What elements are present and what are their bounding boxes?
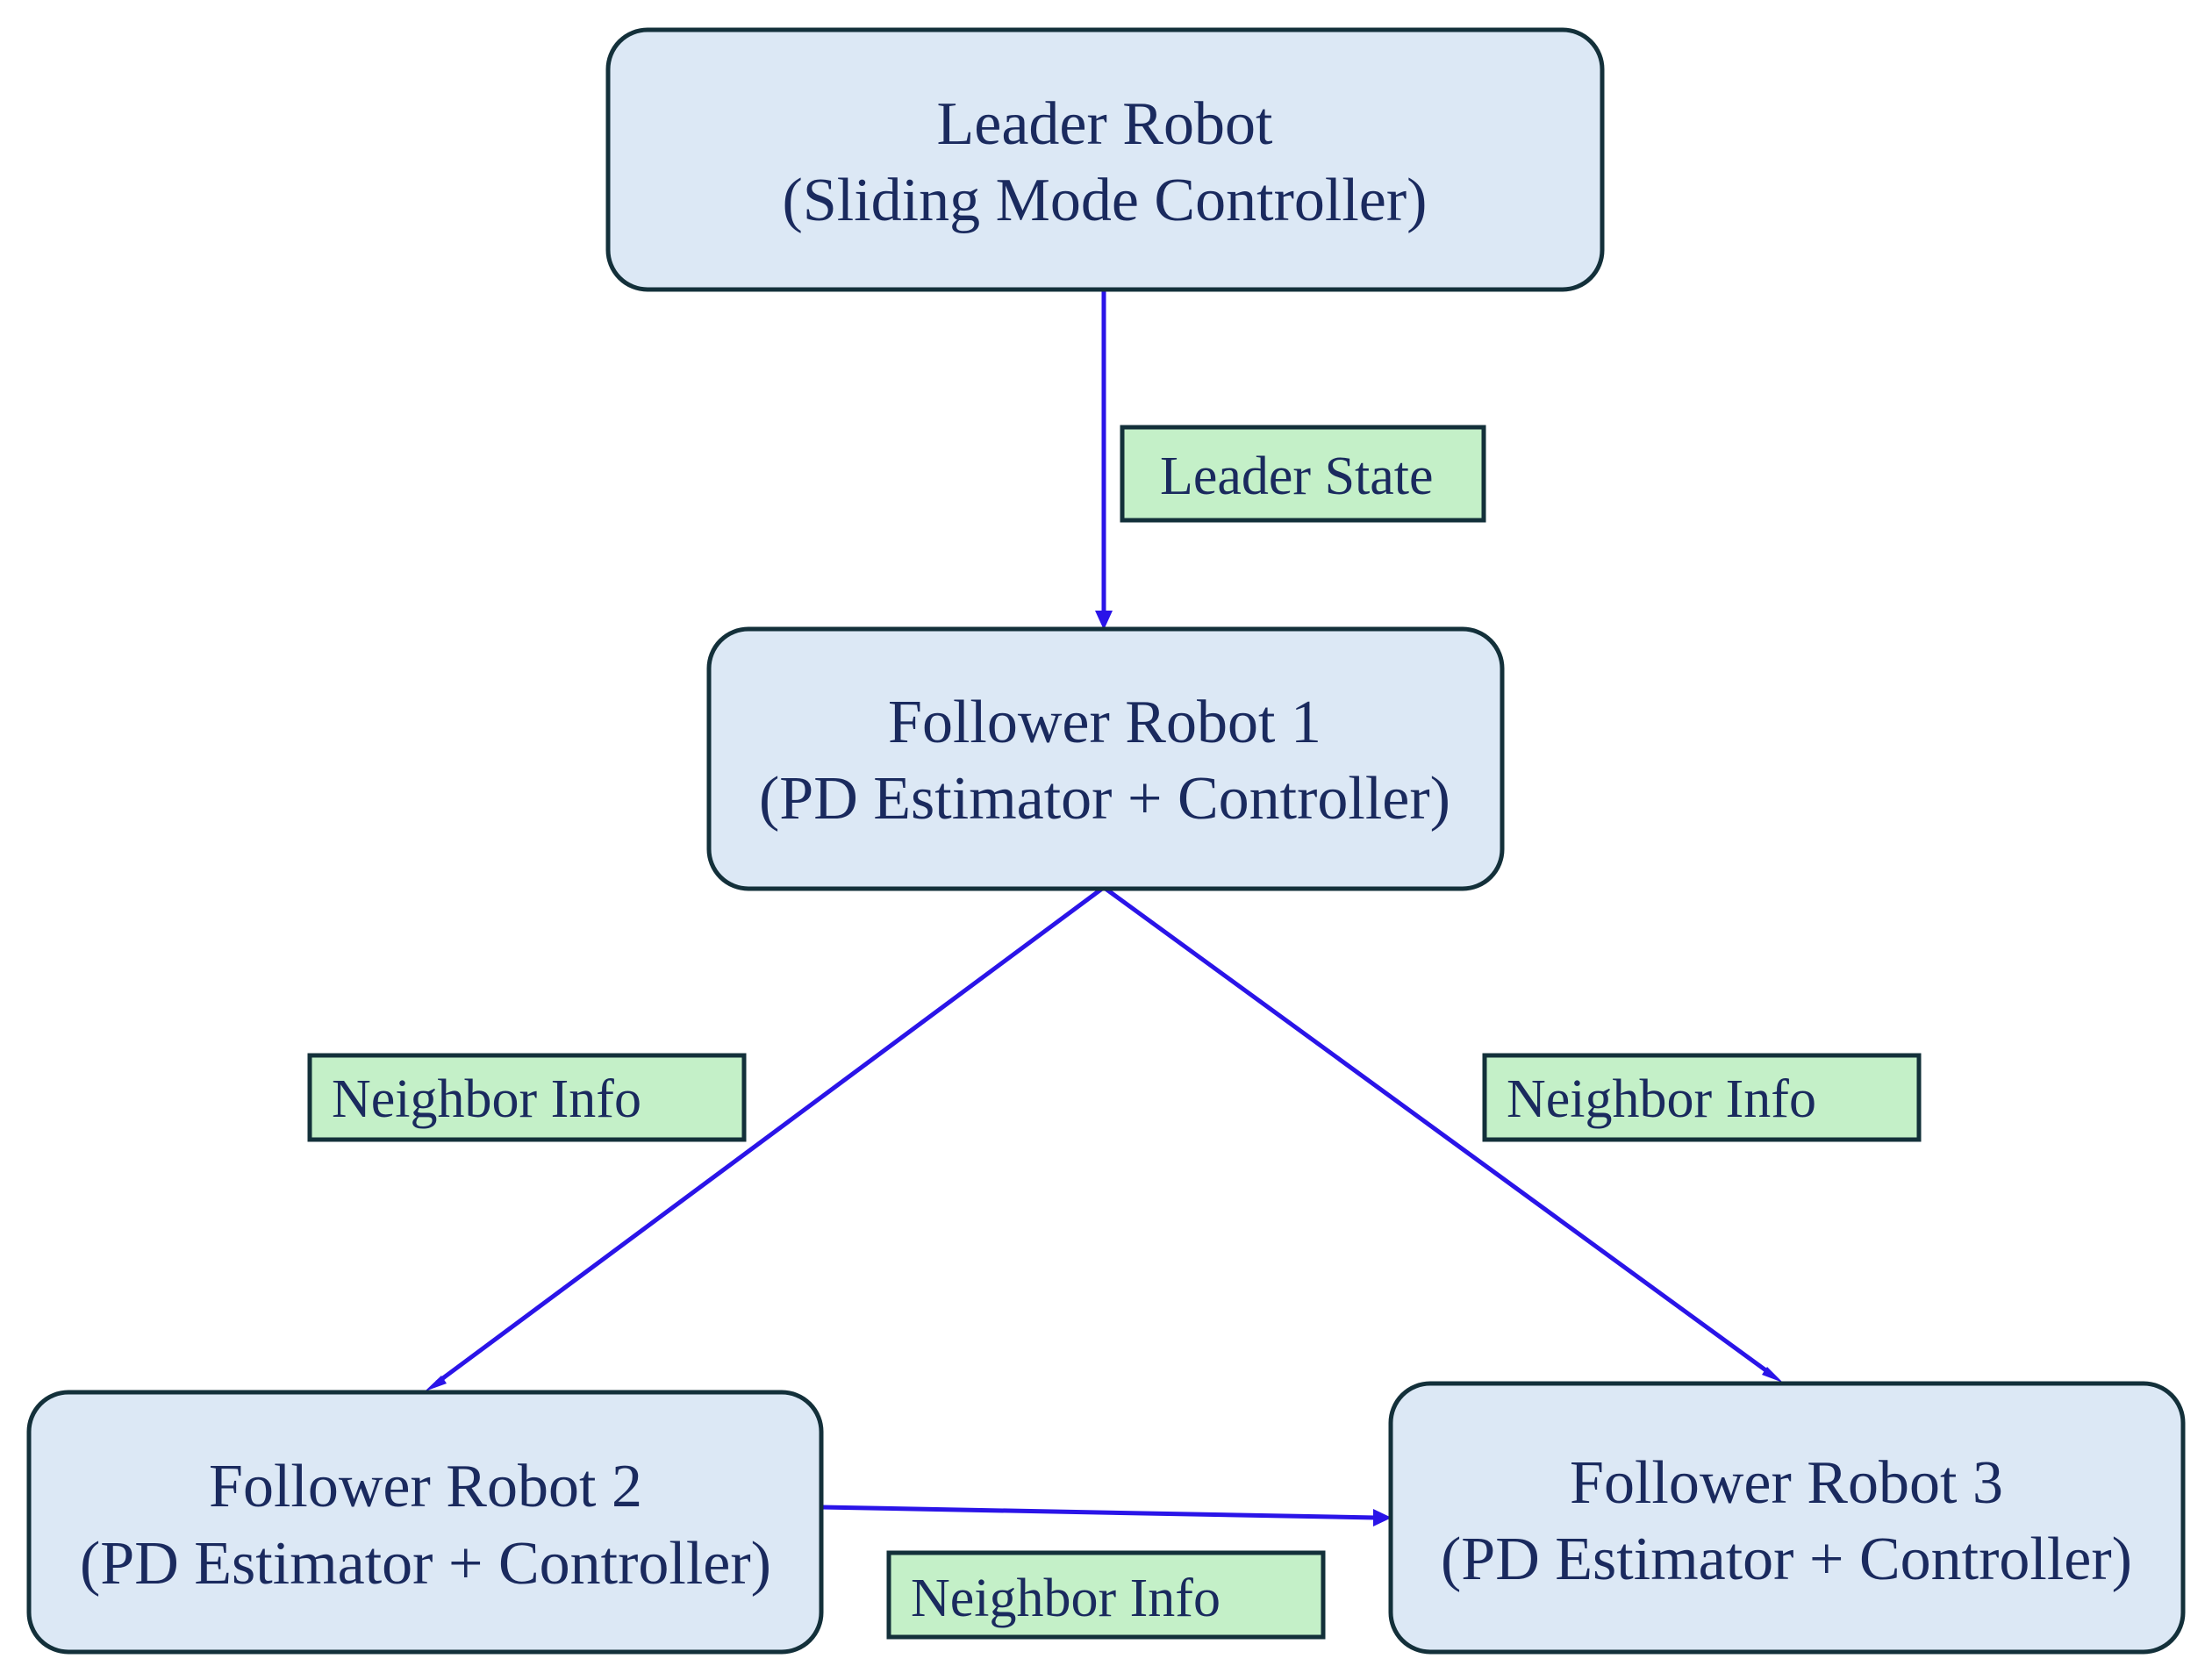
- node-follower-robot-3-title: Follower Robot 3: [1570, 1449, 2003, 1517]
- node-follower-robot-2-subtitle: (PD Estimator + Controller): [80, 1530, 771, 1598]
- arrowhead-follower1-to-follower2: [425, 1376, 447, 1391]
- node-leader-robot-subtitle: (Sliding Mode Controller): [783, 167, 1428, 234]
- label-neighbor-info-right-text: Neighbor Info: [1507, 1069, 1816, 1129]
- node-leader-robot: Leader Robot (Sliding Mode Controller): [605, 27, 1605, 292]
- label-neighbor-info-left: Neighbor Info: [307, 1053, 747, 1142]
- node-follower-robot-1: Follower Robot 1 (PD Estimator + Control…: [706, 626, 1505, 891]
- edge-follower1-to-follower3: [1104, 886, 1772, 1376]
- node-follower-robot-3: Follower Robot 3 (PD Estimator + Control…: [1388, 1381, 2186, 1655]
- node-leader-robot-title: Leader Robot: [937, 90, 1273, 158]
- label-neighbor-info-bottom: Neighbor Info: [886, 1550, 1326, 1640]
- label-neighbor-info-right: Neighbor Info: [1482, 1053, 1922, 1142]
- label-leader-state: Leader State: [1120, 425, 1486, 523]
- edges: [425, 290, 1783, 1526]
- arrowhead-leader-to-follower1: [1095, 611, 1113, 630]
- edge-follower1-to-follower2: [435, 886, 1104, 1385]
- node-follower-robot-3-subtitle: (PD Estimator + Controller): [1441, 1526, 2132, 1593]
- node-follower-robot-1-subtitle: (PD Estimator + Controller): [759, 765, 1450, 833]
- node-follower-robot-1-title: Follower Robot 1: [888, 689, 1321, 756]
- label-leader-state-text: Leader State: [1160, 447, 1434, 506]
- arrowhead-follower1-to-follower3: [1762, 1367, 1783, 1383]
- arrowhead-follower2-to-follower3: [1373, 1509, 1392, 1526]
- node-follower-robot-2-title: Follower Robot 2: [209, 1453, 642, 1520]
- label-neighbor-info-left-text: Neighbor Info: [332, 1069, 641, 1129]
- node-follower-robot-2: Follower Robot 2 (PD Estimator + Control…: [26, 1390, 824, 1655]
- label-neighbor-info-bottom-text: Neighbor Info: [911, 1569, 1221, 1628]
- edge-follower2-to-follower3: [820, 1505, 1377, 1520]
